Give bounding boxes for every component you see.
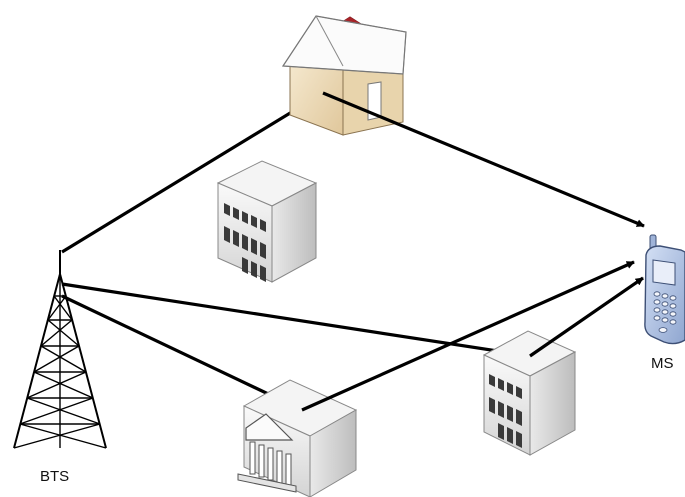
bts-label: BTS [40, 468, 69, 485]
office-building-icon [216, 160, 318, 283]
path-office-2-to-ms [529, 276, 644, 358]
path-house-to-ms [322, 91, 645, 228]
office-building-icon [482, 330, 577, 456]
path-bts-to-house [61, 91, 324, 254]
mobile-phone-icon [644, 234, 685, 345]
path-bts-to-bank [61, 294, 303, 412]
path-bank-to-ms [301, 260, 635, 412]
signal-paths-to-ms [301, 91, 645, 412]
cell-tower-icon [13, 250, 107, 449]
bank-building-icon [237, 379, 358, 497]
ms-label: MS [651, 355, 674, 372]
house-icon [281, 15, 407, 136]
path-bts-to-office-2 [61, 282, 531, 358]
